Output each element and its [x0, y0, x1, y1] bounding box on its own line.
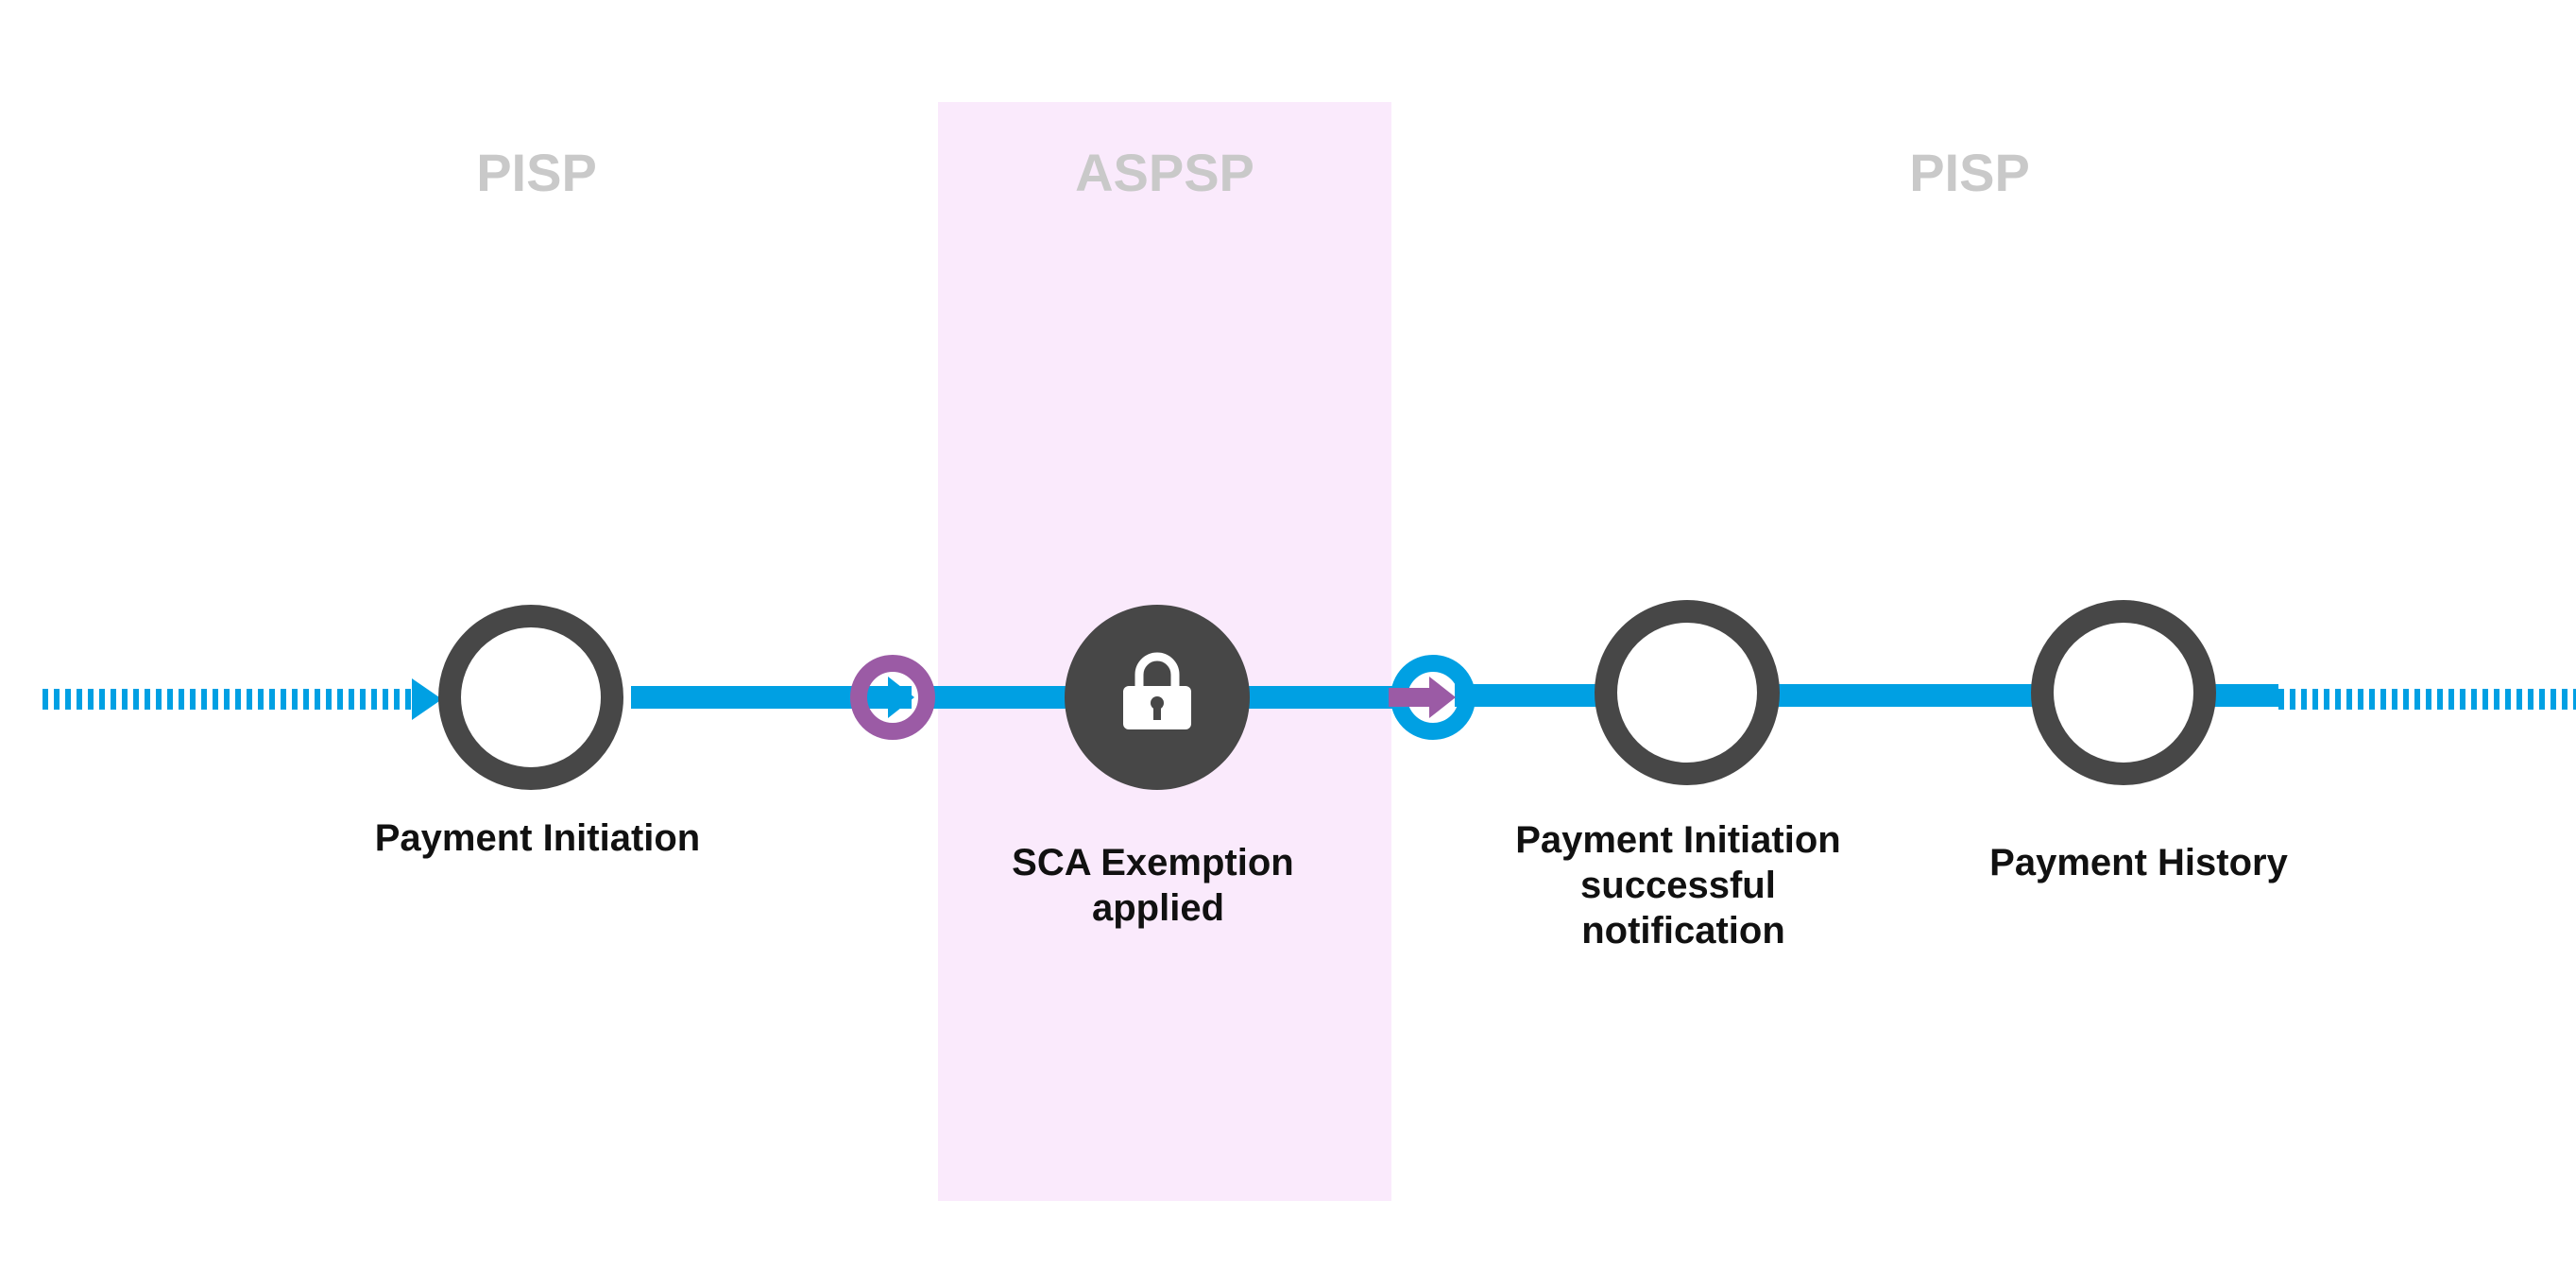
connector-arrow-shaft-to-pisp	[1389, 688, 1434, 707]
lane-title-pisp-left: PISP	[476, 143, 597, 202]
step-node-payment-success	[1595, 600, 1780, 785]
step-label-payment-success: Payment Initiation successful notificati…	[1515, 819, 1851, 952]
step-label-payment-history: Payment History	[1989, 842, 2288, 883]
step-node-payment-initiation	[438, 605, 623, 790]
step-label-sca-exemption: SCA Exemption applied	[1012, 842, 1305, 929]
step-label-payment-initiation: Payment Initiation	[375, 817, 701, 859]
connector-arrow-into-aspsp	[888, 677, 914, 718]
step-node-payment-history	[2031, 600, 2216, 785]
purple-connector-ring-icon	[850, 655, 935, 740]
incoming-arrowhead	[412, 678, 442, 720]
lock-icon	[1123, 652, 1191, 729]
connector-arrowhead-to-pisp	[1429, 677, 1456, 718]
lane-title-pisp-right: PISP	[1909, 143, 2030, 202]
lane-title-aspsp: ASPSP	[1075, 143, 1254, 202]
